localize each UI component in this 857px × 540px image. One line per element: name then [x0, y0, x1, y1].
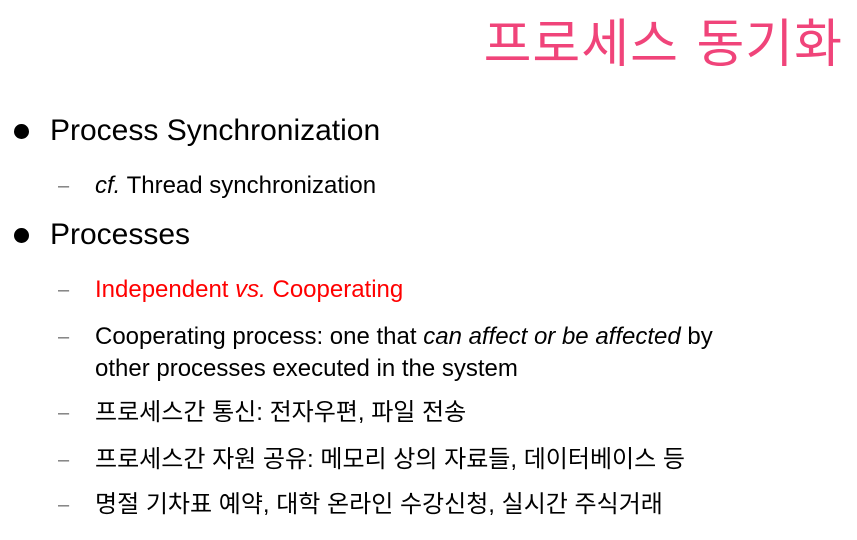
italic-text: vs.	[235, 276, 266, 303]
bullet-text: Processes	[50, 218, 191, 251]
dash-icon: –	[58, 494, 70, 516]
dash-icon: –	[58, 279, 70, 301]
dash-icon: –	[58, 175, 70, 197]
dash-icon: –	[58, 402, 70, 424]
plain-text: Cooperating process: one that	[95, 323, 424, 350]
sub-bullet-text: 명절 기차표 예약, 대학 온라인 수강신청, 실시간 주식거래	[95, 491, 663, 518]
italic-text: can affect or be affected	[423, 323, 681, 350]
slide-title: 프로세스 동기화	[483, 15, 843, 75]
sub-bullet-text: 프로세스간 자원 공유: 메모리 상의 자료들, 데이터베이스 등	[95, 446, 685, 473]
dash-icon: –	[58, 449, 70, 471]
plain-text: by	[680, 323, 713, 350]
bullet-dot-icon	[14, 124, 29, 139]
sub-bullet-text: Independent vs. Cooperating	[95, 274, 403, 306]
plain-text: other processes executed in the system	[95, 355, 518, 382]
sub-bullet-text: cf. Thread synchronization	[95, 170, 376, 202]
plain-text: Thread synchronization	[120, 172, 377, 199]
plain-text: Cooperating	[265, 276, 404, 303]
italic-text: cf.	[95, 172, 121, 199]
dash-icon: –	[58, 326, 70, 348]
plain-text: Independent	[95, 276, 236, 303]
bullet-dot-icon	[14, 228, 29, 243]
bullet-text: Process Synchronization	[50, 114, 381, 147]
sub-bullet-text: Cooperating process: one that can affect…	[95, 321, 713, 385]
sub-bullet-text: 프로세스간 통신: 전자우편, 파일 전송	[95, 399, 467, 426]
